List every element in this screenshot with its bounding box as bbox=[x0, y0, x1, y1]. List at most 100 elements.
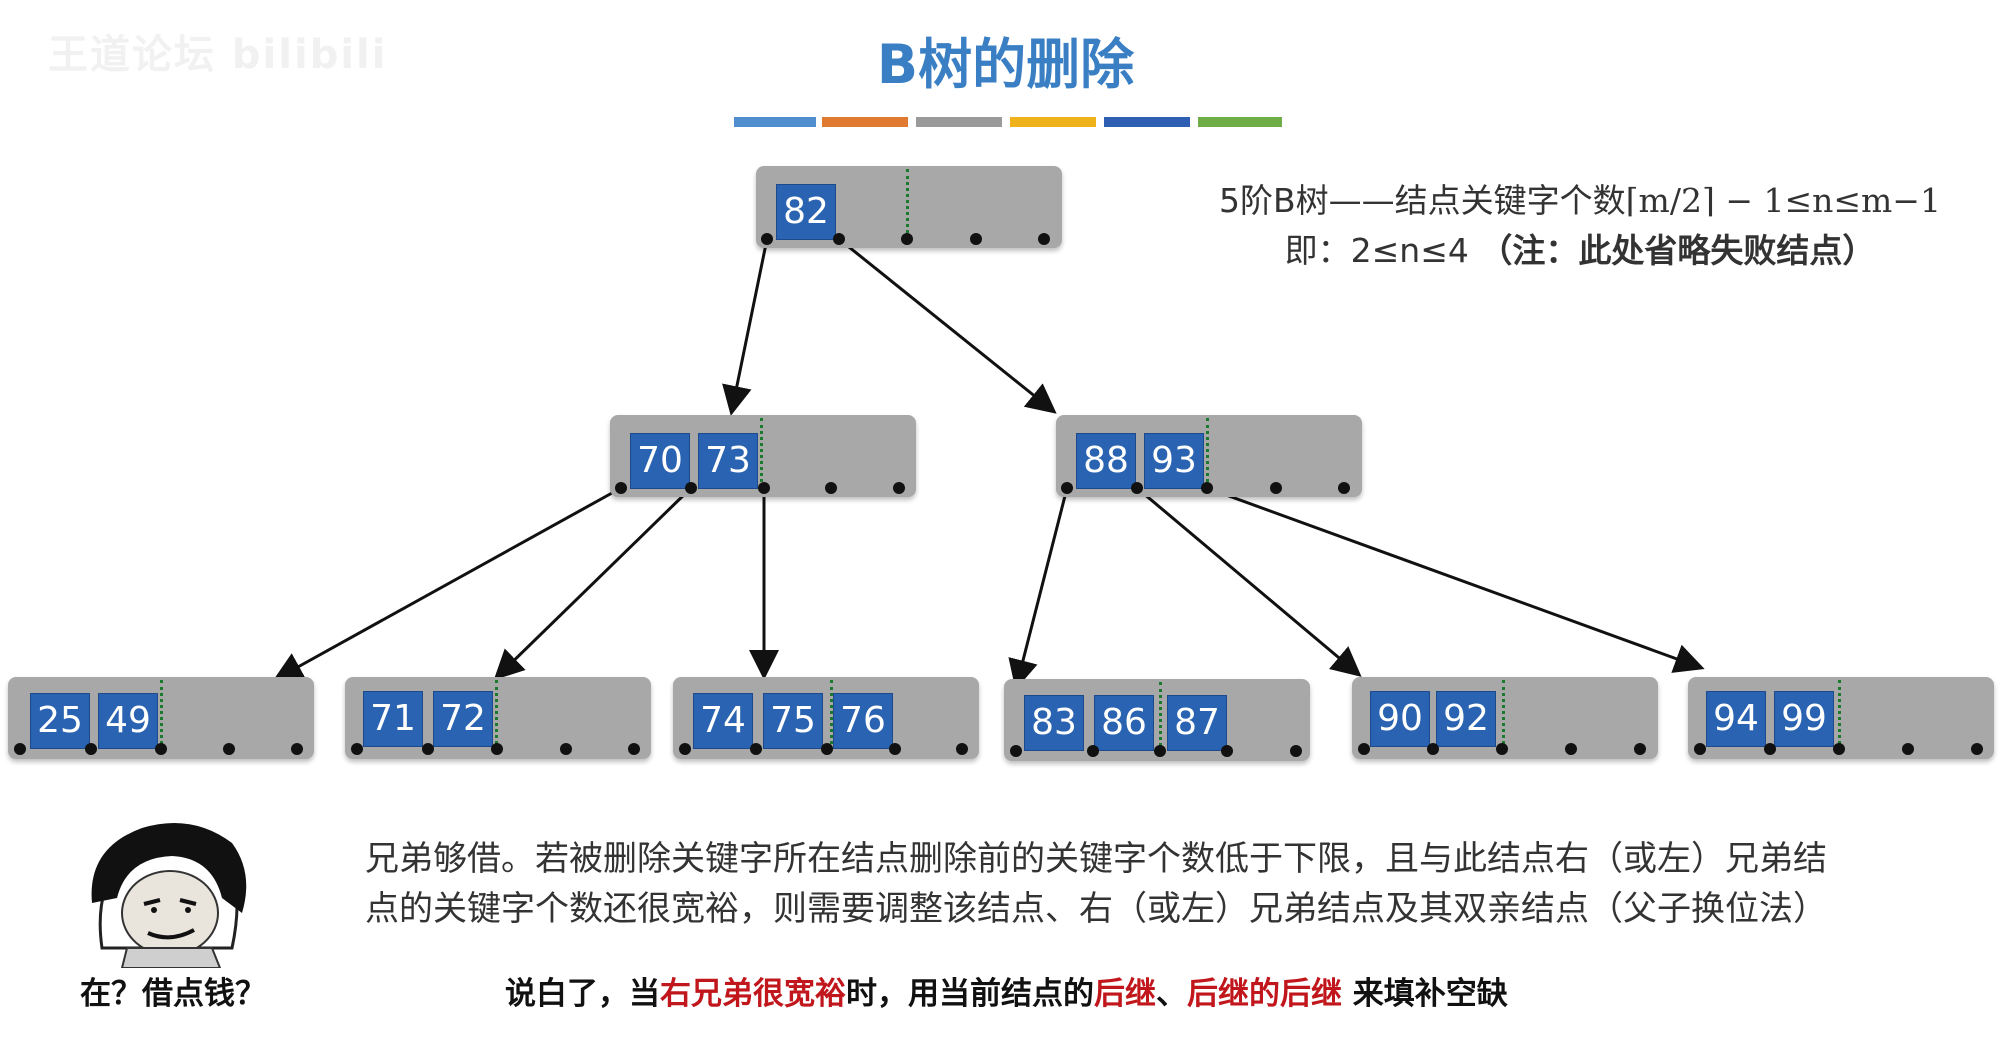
child-pointer bbox=[628, 743, 640, 755]
child-pointer bbox=[155, 743, 167, 755]
child-pointer bbox=[560, 743, 572, 755]
key-83: 83 bbox=[1024, 695, 1084, 751]
child-pointer bbox=[889, 743, 901, 755]
key-90: 90 bbox=[1370, 691, 1430, 747]
summary-part-1: 说白了，当 bbox=[505, 976, 660, 1012]
edge-l1b-to-leaf5 bbox=[1136, 486, 1362, 677]
description-line-1: 兄弟够借。若被删除关键字所在结点删除前的关键字个数低于下限，且与此结点右（或左）… bbox=[365, 839, 1827, 879]
key-slot-separator bbox=[760, 418, 763, 488]
key-slot-separator bbox=[1159, 682, 1162, 752]
summary-highlight-successor-of-successor: 后继的后继 bbox=[1187, 976, 1342, 1012]
spec-formula: ⌈m/2⌉ − 1≤n≤m−1 bbox=[1625, 181, 1941, 220]
child-pointer bbox=[1764, 743, 1776, 755]
root-node: 82 bbox=[756, 166, 1062, 248]
key-74: 74 bbox=[693, 693, 753, 749]
key-slot-separator bbox=[830, 680, 833, 750]
child-pointer bbox=[615, 482, 627, 494]
edge-l1a-to-leaf1 bbox=[272, 486, 622, 681]
leaf-node-1: 25 49 bbox=[8, 677, 314, 759]
summary-highlight-successor: 后继 bbox=[1094, 976, 1156, 1012]
child-pointer bbox=[1290, 745, 1302, 757]
spec-note: （注：此处省略失败结点） bbox=[1479, 231, 1876, 270]
child-pointer bbox=[1154, 745, 1166, 757]
child-pointer bbox=[1833, 743, 1845, 755]
child-pointer bbox=[956, 743, 968, 755]
child-pointer bbox=[491, 743, 503, 755]
summary: 说白了，当右兄弟很宽裕时，用当前结点的后继、后继的后继 来填补空缺 bbox=[505, 968, 1508, 1013]
color-bar-segment-3 bbox=[916, 117, 1002, 127]
color-bar-segment-4 bbox=[1010, 117, 1096, 127]
key-73: 73 bbox=[698, 433, 758, 489]
key-99: 99 bbox=[1774, 691, 1834, 747]
key-72: 72 bbox=[433, 691, 493, 747]
description: 兄弟够借。若被删除关键字所在结点删除前的关键字个数低于下限，且与此结点右（或左）… bbox=[365, 834, 1925, 934]
key-slot-separator bbox=[1838, 680, 1841, 750]
child-pointer bbox=[1358, 743, 1370, 755]
key-94: 94 bbox=[1706, 691, 1766, 747]
child-pointer bbox=[1010, 745, 1022, 757]
page-title: B树的删除 bbox=[876, 33, 1135, 96]
child-pointer bbox=[758, 482, 770, 494]
child-pointer bbox=[1087, 745, 1099, 757]
edge-root-to-right bbox=[838, 237, 1057, 414]
child-pointer bbox=[1221, 745, 1233, 757]
child-pointer bbox=[1038, 233, 1050, 245]
internal-node-left: 70 73 bbox=[610, 415, 916, 497]
child-pointer bbox=[351, 743, 363, 755]
key-86: 86 bbox=[1094, 695, 1154, 751]
child-pointer bbox=[750, 743, 762, 755]
leaf-node-4: 83 86 87 bbox=[1004, 679, 1310, 761]
child-pointer bbox=[422, 743, 434, 755]
child-pointer bbox=[1427, 743, 1439, 755]
child-pointer bbox=[761, 233, 773, 245]
color-bar-segment-6 bbox=[1198, 117, 1282, 127]
child-pointer bbox=[1694, 743, 1706, 755]
child-pointer bbox=[1061, 482, 1073, 494]
key-70: 70 bbox=[630, 433, 690, 489]
spec-line-2: 即：2≤n≤4 （注：此处省略失败结点） bbox=[1180, 224, 1980, 272]
key-87: 87 bbox=[1167, 695, 1227, 751]
key-slot-separator bbox=[495, 680, 498, 750]
leaf-node-5: 90 92 bbox=[1352, 677, 1658, 759]
description-line-2: 点的关键字个数还很宽裕，则需要调整该结点、右（或左）兄弟结点及其双亲结点（父子换… bbox=[365, 889, 1827, 929]
key-slot-separator bbox=[1206, 418, 1209, 488]
child-pointer bbox=[1634, 743, 1646, 755]
leaf-node-2: 71 72 bbox=[345, 677, 651, 759]
leaf-node-6: 94 99 bbox=[1688, 677, 1994, 759]
child-pointer bbox=[901, 233, 913, 245]
key-slot-separator bbox=[1502, 680, 1505, 750]
child-pointer bbox=[1201, 482, 1213, 494]
child-pointer bbox=[970, 233, 982, 245]
child-pointer bbox=[1270, 482, 1282, 494]
child-pointer bbox=[893, 482, 905, 494]
child-pointer bbox=[679, 743, 691, 755]
internal-node-right: 88 93 bbox=[1056, 415, 1362, 497]
child-pointer bbox=[1565, 743, 1577, 755]
edge-l1b-to-leaf6 bbox=[1206, 486, 1705, 673]
summary-part-5: 、 bbox=[1156, 976, 1187, 1012]
summary-highlight-right-sibling: 右兄弟很宽裕 bbox=[660, 976, 846, 1012]
spec-line-1-text: 5阶B树——结点关键字个数 bbox=[1219, 181, 1626, 220]
meme-avatar bbox=[91, 823, 247, 968]
child-pointer bbox=[1338, 482, 1350, 494]
key-92: 92 bbox=[1436, 691, 1496, 747]
watermark: 王道论坛 bilibili bbox=[48, 32, 388, 78]
key-71: 71 bbox=[363, 691, 423, 747]
child-pointer bbox=[825, 482, 837, 494]
key-slot-separator bbox=[906, 169, 909, 239]
child-pointer bbox=[821, 743, 833, 755]
summary-part-3: 时，用当前结点的 bbox=[846, 976, 1094, 1012]
key-76: 76 bbox=[833, 693, 893, 749]
key-82: 82 bbox=[776, 184, 836, 240]
color-bar-segment-1 bbox=[734, 117, 816, 127]
color-bar-segment-5 bbox=[1104, 117, 1190, 127]
child-pointer bbox=[833, 233, 845, 245]
key-75: 75 bbox=[763, 693, 823, 749]
edge-l1b-to-leaf4 bbox=[1008, 487, 1069, 690]
summary-part-7: 来填补空缺 bbox=[1342, 976, 1508, 1012]
key-25: 25 bbox=[30, 693, 90, 749]
leaf-node-3: 74 75 76 bbox=[673, 677, 979, 759]
spec-line-2-text: 即：2≤n≤4 bbox=[1284, 231, 1480, 270]
spec-line-1: 5阶B树——结点关键字个数⌈m/2⌉ − 1≤n≤m−1 bbox=[1180, 174, 1980, 222]
child-pointer bbox=[85, 743, 97, 755]
